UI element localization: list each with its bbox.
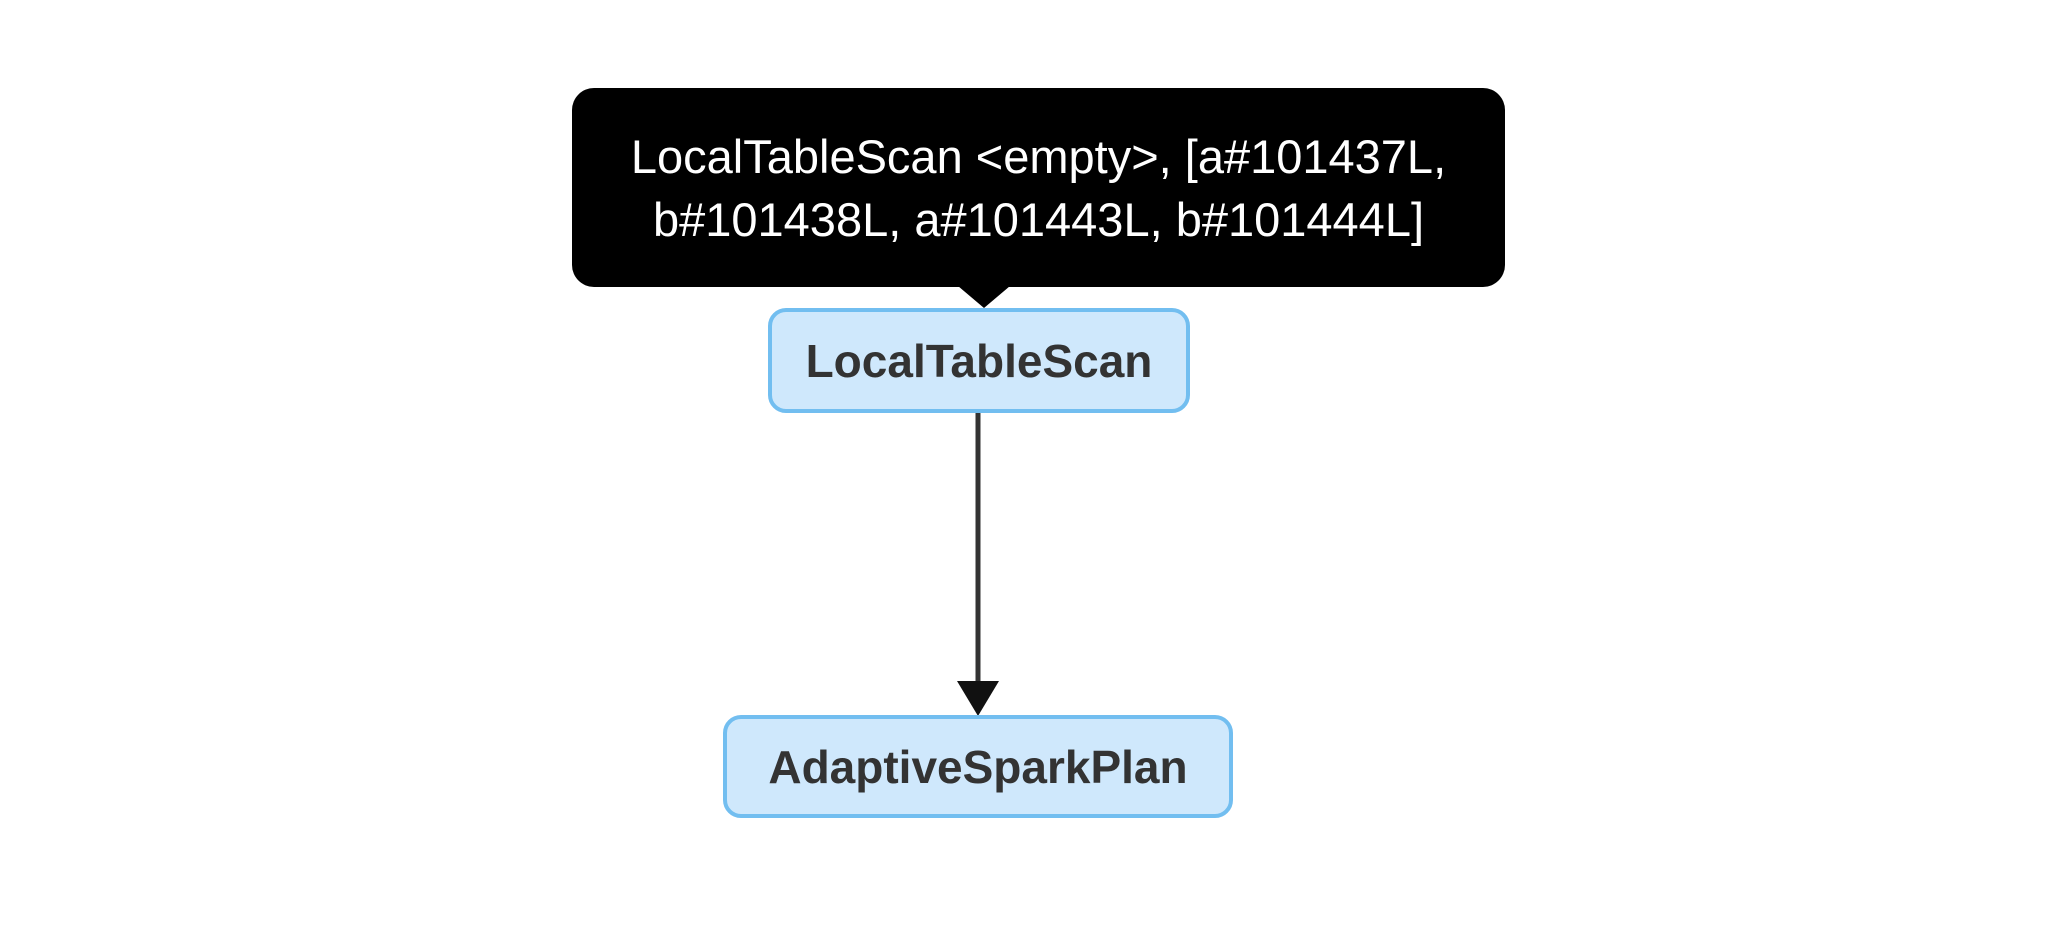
tooltip-pointer-icon xyxy=(958,286,1010,308)
plan-node-adaptivesparkplan[interactable]: AdaptiveSparkPlan xyxy=(723,715,1233,818)
tooltip-text-line-2: b#101438L, a#101443L, b#101444L] xyxy=(652,192,1425,246)
tooltip-text-line-1: LocalTableScan <empty>, [a#101437L, xyxy=(630,129,1447,183)
edge-localtablescan-to-adaptivesparkplan xyxy=(957,413,999,716)
node-tooltip: LocalTableScan <empty>, [a#101437L, b#10… xyxy=(572,88,1505,287)
plan-node-localtablescan[interactable]: LocalTableScan xyxy=(768,308,1190,413)
edge-arrowhead-icon xyxy=(957,681,999,716)
plan-node-localtablescan-label: LocalTableScan xyxy=(805,334,1153,387)
plan-node-adaptivesparkplan-label: AdaptiveSparkPlan xyxy=(768,740,1188,793)
